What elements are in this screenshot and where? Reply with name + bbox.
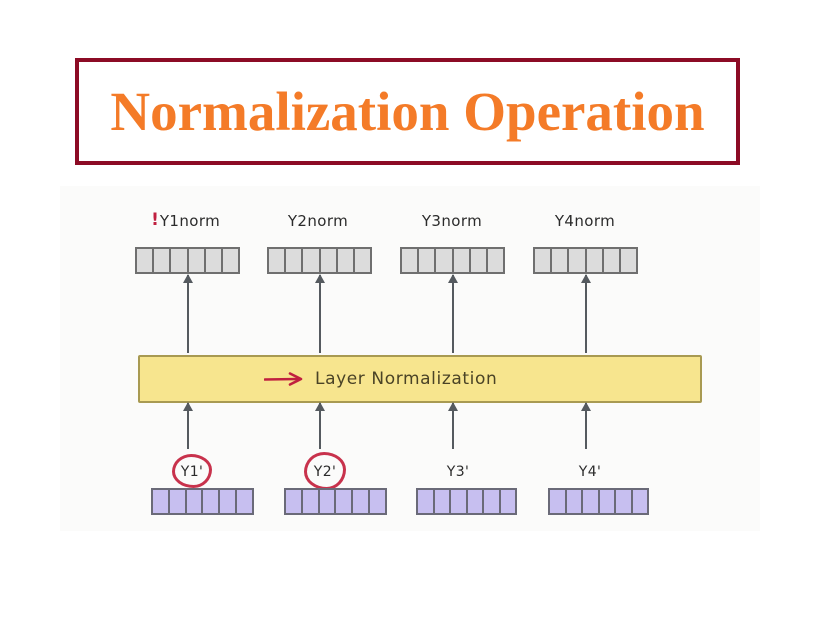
arrow-up-to-ln-from-y3 [452,403,454,449]
vector-cell [153,490,170,513]
vector-cell [566,490,583,513]
vector-cell [419,249,437,272]
vector-cell [222,249,239,272]
vector-cell [354,249,371,272]
output-vector-y3norm [400,247,505,274]
vector-cell [487,249,504,272]
vector-cell [616,490,633,513]
vector-cell [535,249,553,272]
vector-cell [320,249,338,272]
vector-cell [586,249,604,272]
arrow-up-to-y1norm [187,275,189,353]
output-label-y1norm: Y1norm [159,212,221,230]
vector-cell [550,490,567,513]
vector-cell [620,249,637,272]
output-vector-y4norm [533,247,638,274]
vector-cell [286,490,303,513]
vector-cell [319,490,337,513]
vector-cell [453,249,471,272]
vector-cell [583,490,600,513]
vector-cell [303,249,321,272]
arrow-up-to-ln-from-y4 [585,403,587,449]
arrow-up-to-y4norm [585,275,587,353]
vector-cell [370,490,385,513]
arrow-up-to-ln-from-y1 [187,403,189,449]
input-label-y4: Y4' [578,464,602,480]
vector-cell [436,249,454,272]
vector-cell [171,249,189,272]
vector-cell [302,490,320,513]
vector-cell [402,249,420,272]
vector-cell [569,249,587,272]
arrow-up-to-y3norm [452,275,454,353]
page-title: Normalization Operation [110,81,705,142]
vector-cell [237,490,252,513]
vector-cell [451,490,468,513]
output-label-y2norm: Y2norm [287,212,349,230]
arrow-up-to-y2norm [319,275,321,353]
normalization-diagram: ! Y1norm Y2norm Y3norm Y4norm [60,186,760,531]
vector-cell [353,490,371,513]
red-arrow-icon [264,372,303,386]
vector-cell [337,249,355,272]
vector-cell [434,490,451,513]
vector-cell [286,249,304,272]
vector-cell [137,249,155,272]
output-label-y4norm: Y4norm [554,212,616,230]
layer-normalization-label: Layer Normalization [315,369,498,389]
vector-cell [336,490,354,513]
output-vector-y1norm [135,247,240,274]
slide-title-box: Normalization Operation [75,58,740,165]
highlight-circle-y1 [172,454,212,488]
vector-cell [632,490,647,513]
vector-cell [269,249,287,272]
vector-cell [552,249,570,272]
input-label-y3: Y3' [446,464,470,480]
output-vector-y2norm [267,247,372,274]
vector-cell [220,490,238,513]
vector-cell [154,249,172,272]
vector-cell [500,490,515,513]
vector-cell [484,490,501,513]
vector-cell [599,490,616,513]
vector-cell [169,490,187,513]
input-vector-y1 [151,488,254,515]
vector-cell [470,249,488,272]
vector-cell [203,490,221,513]
exclamation-icon: ! [151,210,159,230]
input-vector-y3 [416,488,517,515]
layer-normalization-block: Layer Normalization [138,355,702,403]
vector-cell [186,490,204,513]
vector-cell [188,249,206,272]
arrow-up-to-ln-from-y2 [319,403,321,449]
vector-cell [603,249,621,272]
vector-cell [418,490,435,513]
input-vector-y4 [548,488,649,515]
input-vector-y2 [284,488,387,515]
vector-cell [205,249,223,272]
vector-cell [467,490,484,513]
output-label-y3norm: Y3norm [421,212,483,230]
highlight-circle-y2 [304,452,346,490]
